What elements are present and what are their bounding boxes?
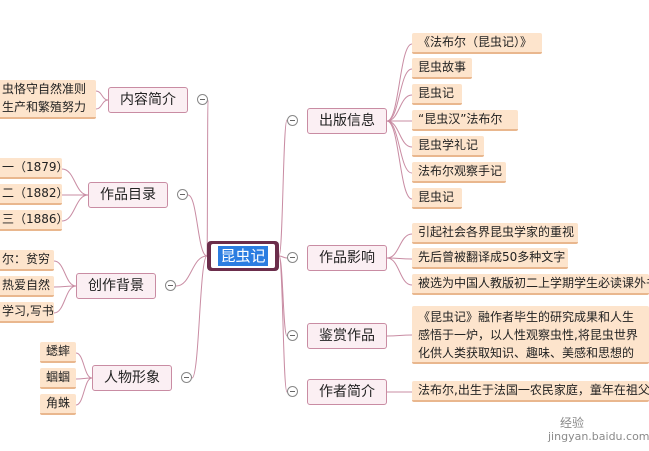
leaf-item[interactable]: 蝈蝈 [40,368,76,389]
leaf-item[interactable]: 昆虫记 [412,84,462,105]
collapse-toggle-icon[interactable] [287,115,298,126]
leaf-item[interactable]: 尔：贫穷 [0,250,54,271]
branch-leaf-link [386,43,413,122]
branch-leaf-link [61,168,89,196]
leaf-item[interactable]: 昆虫学礼记 [412,136,484,157]
leaf-item[interactable]: 生产和繁殖努力 [0,98,96,119]
leaf-item[interactable]: 《法布尔（昆虫记）》 [412,33,542,54]
leaf-item[interactable]: 学习,写书 [0,302,54,323]
leaf-item[interactable]: 先后曾被翻译成50多种文字 [412,248,568,269]
collapse-toggle-icon[interactable] [287,386,298,397]
leaf-item[interactable]: 昆虫故事 [412,58,472,79]
branch-characters[interactable]: 人物形象 [92,365,172,391]
leaf-item[interactable]: 三（1886） [0,210,62,231]
branch-leaf-link [386,120,413,148]
branch-leaf-link [386,257,413,286]
root-branch-link [206,99,209,257]
leaf-item[interactable]: 热爱自然 [0,276,54,297]
branch-appreciation[interactable]: 鉴赏作品 [307,323,387,349]
collapse-toggle-icon[interactable] [165,280,176,291]
branch-leaf-link [386,120,413,174]
branch-leaf-link [75,352,93,379]
leaf-item[interactable]: 引起社会各界昆虫学家的重视 [412,223,578,244]
root-branch-link [278,255,288,393]
collapse-toggle-icon[interactable] [181,372,192,383]
root-node-text: 昆虫记 [218,246,268,266]
branch-influence[interactable]: 作品影响 [307,245,387,271]
leaf-item[interactable]: 角蛛 [40,394,76,415]
branch-background[interactable]: 创作背景 [76,273,156,299]
collapse-toggle-icon[interactable] [197,94,208,105]
branch-leaf-link [386,94,413,122]
branch-publish-info[interactable]: 出版信息 [307,108,387,134]
leaf-item[interactable]: “昆虫汉”法布尔 [412,110,518,131]
leaf-item[interactable]: 蟋蟀 [40,342,76,363]
branch-leaf-link [75,377,93,406]
leaf-item[interactable]: 二（1882） [0,184,62,205]
collapse-toggle-icon[interactable] [287,252,298,263]
branch-leaf-link [386,68,413,122]
branch-summary[interactable]: 内容简介 [108,87,188,113]
leaf-item[interactable]: 一（1879） [0,158,62,179]
branch-leaf-link [53,260,77,287]
branch-author[interactable]: 作者简介 [307,379,387,405]
watermark-url: jingyan.baidu.com [548,430,649,443]
branch-leaf-link [386,233,413,259]
branch-leaf-link [386,334,413,337]
root-branch-link [191,255,208,379]
root-branch-link [278,255,288,259]
leaf-item[interactable]: 法布尔观察手记 [412,162,506,183]
branch-leaf-link [61,194,89,222]
branch-leaf-link [53,285,77,314]
collapse-toggle-icon[interactable] [177,189,188,200]
root-branch-link [278,119,288,257]
root-node-label: 昆虫记 [211,244,275,268]
branch-leaf-link [95,90,109,101]
branch-leaf-link [95,99,109,110]
leaf-item[interactable]: 法布尔,出生于法国一农民家庭，童年在祖父母家度过 [412,381,649,402]
root-branch-link [187,194,208,257]
root-branch-link [175,255,208,287]
collapse-toggle-icon[interactable] [287,330,298,341]
leaf-item[interactable]: 被选为中国人教版初二上学期学生必读课外书 [412,274,649,295]
leaf-item[interactable]: 《昆虫记》融作者毕生的研究成果和人生感悟于一炉，以人性观察虫性,将昆虫世界化供人… [412,306,649,364]
branch-catalog[interactable]: 作品目录 [88,182,168,208]
branch-leaf-link [386,120,413,200]
root-node[interactable]: 昆虫记 [207,241,279,271]
watermark-title: 经验 [560,416,585,430]
leaf-item[interactable]: 昆虫记 [412,188,462,209]
